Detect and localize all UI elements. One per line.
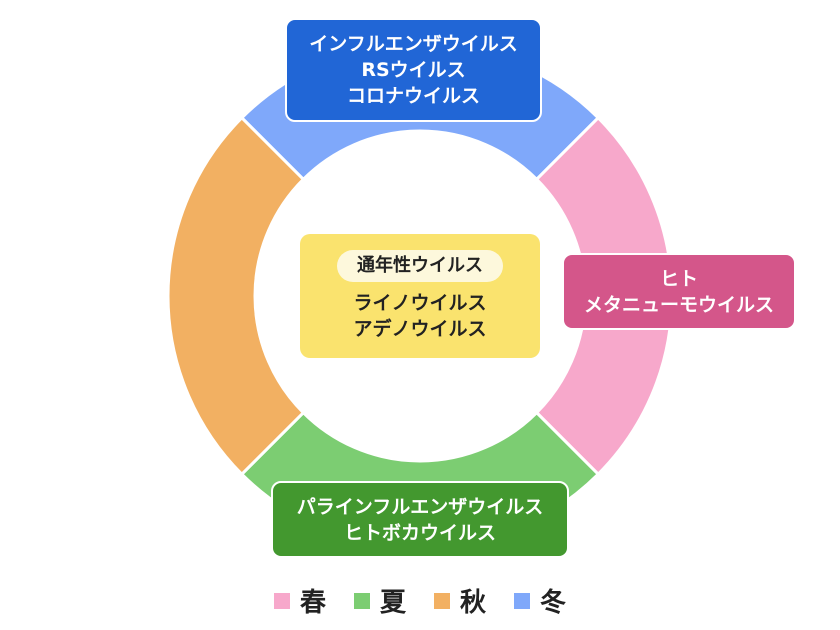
winter-virus-2: RSウイルス	[361, 59, 466, 81]
legend-label-summer: 夏	[379, 588, 406, 618]
legend-label-spring: 春	[299, 588, 326, 618]
winter-virus-box: インフルエンザウイルス RSウイルス コロナウイルス	[285, 18, 542, 122]
legend-item-summer: 夏	[353, 582, 406, 619]
spring-virus-box: ヒト メタニューモウイルス	[562, 253, 796, 330]
summer-virus-1: パラインフルエンザウイルス	[296, 495, 544, 518]
legend-swatch-spring	[273, 592, 290, 609]
summer-virus-2: ヒトボカウイルス	[343, 521, 496, 544]
legend-item-spring: 春	[273, 582, 326, 619]
year-round-virus-box: 通年性ウイルス ライノウイルス アデノウイルス	[300, 234, 540, 358]
spring-virus-line-1: ヒト	[659, 267, 698, 290]
winter-virus-3: コロナウイルス	[346, 85, 480, 107]
year-round-virus-2: アデノウイルス	[353, 318, 487, 340]
legend-swatch-winter	[514, 592, 531, 609]
summer-virus-box: パラインフルエンザウイルス ヒトボカウイルス	[271, 481, 569, 558]
winter-virus-1: インフルエンザウイルス	[309, 33, 518, 55]
spring-virus-line-2: メタニューモウイルス	[583, 293, 774, 316]
year-round-heading: 通年性ウイルス	[337, 250, 503, 282]
autumn-segment	[166, 115, 306, 477]
legend-label-autumn: 秋	[460, 588, 487, 618]
legend-item-winter: 冬	[514, 582, 566, 619]
year-round-virus-1: ライノウイルス	[353, 292, 487, 314]
legend-swatch-summer	[353, 592, 370, 609]
legend-item-autumn: 秋	[434, 582, 486, 619]
legend-label-winter: 冬	[540, 588, 567, 618]
season-legend: 春 夏 秋 冬	[0, 582, 840, 619]
legend-swatch-autumn	[434, 592, 450, 609]
